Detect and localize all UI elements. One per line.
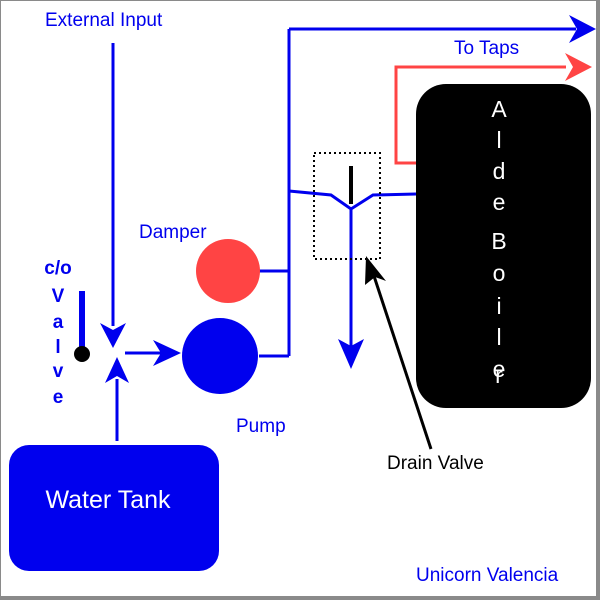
co-valve-letter: c/o xyxy=(44,258,71,279)
water-tank xyxy=(9,445,219,571)
pump xyxy=(182,318,258,394)
to-taps-arrow xyxy=(569,15,596,43)
drain-valve-box xyxy=(313,152,381,260)
co-valve-letter: l xyxy=(55,337,60,358)
pump-label: Pump xyxy=(236,416,286,437)
boiler-letter: A xyxy=(491,96,507,122)
external-input-arrow xyxy=(100,323,126,348)
alde-boiler-label: A l d e B o i l e r xyxy=(491,96,507,388)
external-input-label: External Input xyxy=(45,10,163,31)
to-taps-label: To Taps xyxy=(454,38,519,59)
co-valve-letter: e xyxy=(53,387,64,408)
boiler-letter: e xyxy=(493,189,506,215)
drain-valve-label: Drain Valve xyxy=(387,453,484,474)
tank-outlet-arrow xyxy=(105,357,129,383)
blue-pipes xyxy=(111,27,576,441)
co-valve-label: c/o V a l v e xyxy=(44,258,71,408)
hot-to-taps-arrow xyxy=(565,53,592,81)
co-valve-knob xyxy=(74,346,90,362)
boiler-letter: r xyxy=(495,362,503,388)
credit-label: Unicorn Valencia xyxy=(416,565,559,586)
boiler-letter: i xyxy=(496,293,501,319)
damper xyxy=(196,239,260,303)
blue-arrowheads xyxy=(100,15,596,383)
drain-valve-pointer xyxy=(365,256,433,450)
boiler-letter: o xyxy=(493,260,506,286)
boiler-letter: l xyxy=(496,324,501,350)
damper-label: Damper xyxy=(139,222,207,243)
water-tank-label: Water Tank xyxy=(45,486,171,514)
co-valve-letter: v xyxy=(53,361,64,382)
boiler-letter: l xyxy=(496,127,501,153)
pump-inlet-arrow xyxy=(153,340,181,366)
alde-boiler xyxy=(416,84,591,408)
co-valve-letter: V xyxy=(52,286,65,307)
drain-arrow xyxy=(338,339,364,369)
boiler-letter: d xyxy=(493,158,506,184)
co-valve-letter: a xyxy=(53,312,64,333)
boiler-letter: B xyxy=(491,228,506,254)
hot-water-pipe xyxy=(394,53,592,165)
boiler-letter: e xyxy=(493,356,506,382)
